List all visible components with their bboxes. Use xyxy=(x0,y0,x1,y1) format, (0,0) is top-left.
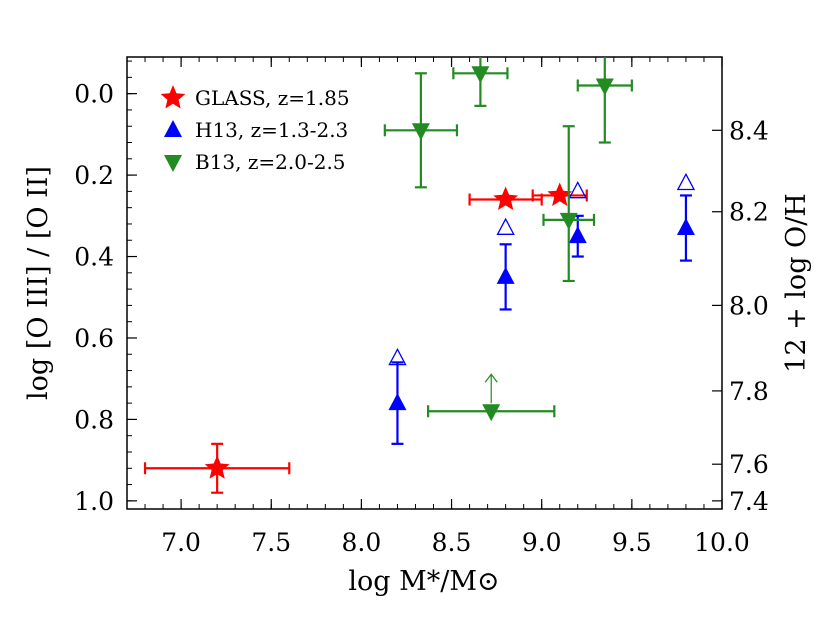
open-triangle-marker xyxy=(388,347,407,366)
y-tick-label: 0.8 xyxy=(74,405,114,434)
triangle-down-marker xyxy=(595,78,614,96)
triangle-down-marker xyxy=(559,212,578,230)
x-tick-label: 7.5 xyxy=(251,528,291,557)
y2-tick-label: 8.0 xyxy=(729,291,769,320)
y2-ticks: 7.4 7.6 7.8 8.0 8.2 8.4 xyxy=(712,116,769,516)
triangle-down-marker xyxy=(471,66,490,84)
data-layer xyxy=(143,57,696,494)
y2-tick-label: 8.4 xyxy=(729,116,769,145)
series-triangle-up xyxy=(388,172,696,445)
y-tick-label: 0.4 xyxy=(74,243,114,272)
x-tick-label: 9.5 xyxy=(612,528,652,557)
y-axis-title-right: 12 + log O/H xyxy=(781,193,812,373)
y-tick-label: 1.0 xyxy=(74,487,114,516)
y-axis-title-left: log [O III] / [O II] xyxy=(23,166,54,400)
triangle-down-marker xyxy=(411,123,430,141)
y2-tick-label: 7.4 xyxy=(729,487,769,516)
open-triangle-marker xyxy=(676,172,696,191)
triangle-down-marker xyxy=(482,404,501,422)
plot-frame xyxy=(126,56,723,510)
star-marker xyxy=(547,182,573,206)
triangle-up-marker xyxy=(496,266,515,284)
star-marker xyxy=(160,85,186,109)
open-triangle-marker xyxy=(568,180,587,199)
x-ticks: 7.0 7.5 8.0 8.5 9.0 9.5 10.0 xyxy=(144,57,750,557)
x-tick-label: 7.0 xyxy=(161,528,201,557)
triangle-down-marker xyxy=(164,155,182,172)
open-triangle-marker xyxy=(496,217,515,235)
y-ticks: 0.0 0.2 0.4 0.6 0.8 1.0 xyxy=(74,60,137,516)
star-marker xyxy=(204,455,230,479)
y-tick-label: 0.2 xyxy=(74,161,114,190)
triangle-up-marker xyxy=(676,218,695,236)
triangle-up-marker xyxy=(388,393,407,411)
x-tick-label: 8.0 xyxy=(342,528,382,557)
legend-label: H13, z=1.3-2.3 xyxy=(195,118,348,142)
star-marker xyxy=(493,186,518,210)
legend-label: GLASS, z=1.85 xyxy=(195,86,350,110)
x-tick-label: 9.0 xyxy=(522,528,562,557)
y2-tick-label: 7.6 xyxy=(729,450,769,479)
y2-tick-label: 8.2 xyxy=(729,198,769,227)
series-star xyxy=(143,182,588,494)
x-axis-title: log M*/M⊙ xyxy=(348,566,499,597)
y2-tick-label: 7.8 xyxy=(729,377,769,406)
y-tick-label: 0.0 xyxy=(74,80,114,109)
legend-triangle-up xyxy=(164,120,182,137)
x-tick-label: 10.0 xyxy=(694,528,750,557)
limit-arrow-head xyxy=(484,373,498,383)
y-tick-label: 0.6 xyxy=(74,324,114,353)
series-triangle-down xyxy=(383,57,633,422)
legend-label: B13, z=2.0-2.5 xyxy=(195,150,346,174)
triangle-up-marker xyxy=(568,226,587,244)
x-tick-label: 8.5 xyxy=(432,528,472,557)
